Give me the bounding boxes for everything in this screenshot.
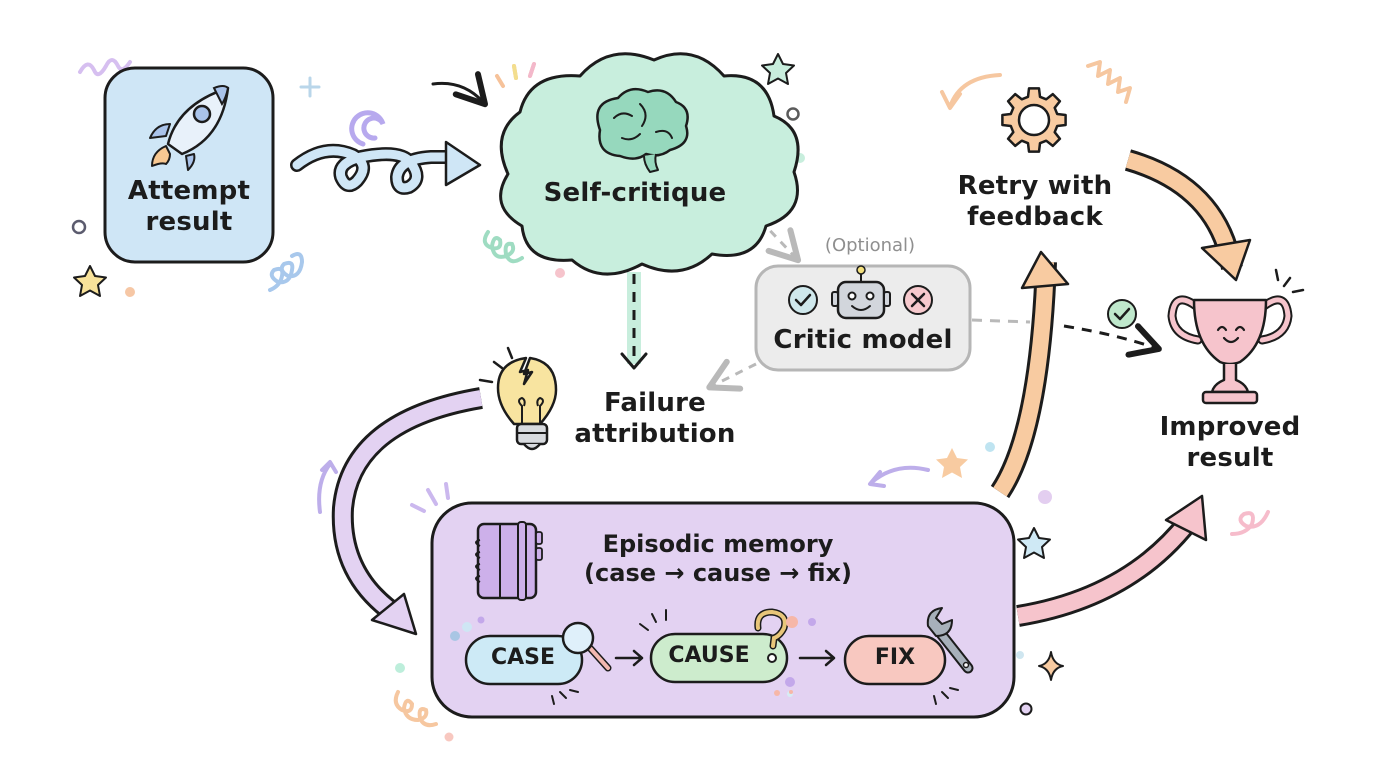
arrow-decoration: [431, 71, 489, 108]
dot-decoration: [1019, 702, 1033, 716]
burst-decoration: [1274, 268, 1305, 294]
dot-decoration: [785, 677, 795, 687]
sparkle-decoration: [299, 76, 321, 98]
dot-decoration: [808, 618, 816, 626]
improved-result-label: Improved result: [1140, 412, 1320, 474]
arrow-decoration: [317, 462, 332, 514]
edge-self-critique-to-failure: [620, 272, 648, 370]
arrow-case-to-cause: [614, 649, 644, 667]
arrow-decoration: [948, 73, 1002, 109]
critic-optional-tag: (Optional): [824, 235, 916, 256]
dot-decoration: [786, 616, 798, 628]
retry-label-line1: Retry with: [957, 171, 1113, 201]
arrow-decoration: [870, 465, 930, 484]
star-decoration: [73, 265, 107, 297]
dot-decoration: [444, 732, 454, 742]
dot-decoration: [462, 622, 472, 632]
sparkle-decoration: [1038, 651, 1064, 681]
memory-step-fix: [843, 607, 974, 705]
memory-title-line1: Episodic memory: [602, 530, 834, 558]
dot-decoration: [555, 268, 565, 278]
squiggle-decoration: [268, 252, 305, 292]
check-circle-icon: [1107, 299, 1137, 329]
arrow-decoration: [320, 460, 338, 474]
edge-critic-to-failure: [706, 358, 757, 392]
rocket-icon: [149, 85, 230, 171]
node-critic-model: [754, 264, 972, 372]
edge-memory-to-improved: [1016, 494, 1208, 627]
attempt-label-line2: result: [145, 207, 233, 238]
notebook-icon: [475, 521, 543, 601]
edge-retry-to-improved: [1124, 149, 1252, 282]
node-attempt-result: [103, 66, 275, 264]
magnifier-icon: [561, 621, 612, 672]
edge-critic-to-improved: [971, 318, 1031, 324]
improved-label-line2: result: [1186, 443, 1274, 474]
edge-memory-to-retry: [990, 250, 1070, 499]
node-episodic-memory: [430, 501, 1016, 719]
arrow-decoration: [940, 90, 962, 110]
x-circle-icon: [903, 285, 933, 315]
squiggle-decoration: [78, 58, 132, 77]
gear-icon: [1001, 87, 1067, 153]
dot-decoration: [71, 219, 87, 235]
dot-decoration: [1038, 490, 1052, 504]
self-critique-label: Self-critique: [543, 178, 727, 208]
broken-lightbulb-icon: [496, 356, 558, 451]
burst-decoration: [528, 62, 536, 78]
memory-title-line2: (case → cause → fix): [584, 558, 852, 587]
robot-icon: [831, 265, 891, 320]
retry-label: Retry with feedback: [935, 171, 1135, 233]
brain-icon: [596, 87, 689, 173]
dot-decoration: [450, 631, 460, 641]
star-decoration: [936, 448, 968, 478]
dot-decoration: [477, 616, 485, 624]
wrench-icon: [926, 607, 974, 674]
decorations: [71, 53, 1305, 742]
dot-decoration: [985, 442, 995, 452]
spiral-decoration: [349, 110, 386, 147]
dot-decoration: [395, 663, 405, 673]
dot-decoration: [125, 287, 135, 297]
improved-label-line1: Improved: [1159, 412, 1301, 442]
attempt-label: Attempt result: [105, 176, 273, 238]
failure-label-line1: Failure: [604, 388, 706, 418]
arrow-cause-to-fix: [798, 649, 836, 667]
critic-model-label: Critic model: [773, 325, 953, 355]
step-fix-label: FIX: [874, 645, 916, 670]
star-decoration: [1017, 527, 1051, 559]
star-decoration: [761, 53, 795, 85]
dot-decoration: [786, 107, 800, 121]
trophy-icon: [1167, 295, 1293, 405]
step-cause-label: CAUSE: [668, 643, 750, 668]
episodic-memory-title: Episodic memory (case → cause → fix): [548, 530, 888, 588]
check-circle-icon: [788, 285, 818, 315]
edge-attempt-to-self-critique: [290, 140, 482, 195]
dot-decoration: [789, 690, 793, 694]
squiggle-decoration: [1230, 510, 1270, 536]
memory-step-cause: [639, 608, 789, 684]
squiggle-decoration: [1086, 60, 1132, 104]
burst-decoration: [410, 482, 450, 513]
attempt-label-line1: Attempt: [127, 176, 251, 206]
retry-label-line2: feedback: [967, 202, 1103, 233]
burst-decoration: [512, 64, 518, 80]
dot-decoration: [774, 690, 780, 696]
dot-decoration: [1016, 651, 1024, 659]
failure-attribution-label: Failure attribution: [560, 388, 750, 450]
edge-critic-to-improved: [1063, 323, 1162, 358]
memory-step-case: [464, 621, 612, 705]
squiggle-decoration: [393, 690, 438, 728]
edges: [290, 140, 1252, 636]
arrow-decoration: [868, 470, 886, 488]
question-mark-icon: [754, 608, 789, 663]
failure-label-line2: attribution: [574, 419, 736, 450]
step-case-label: CASE: [490, 645, 556, 670]
squiggle-decoration: [482, 230, 524, 264]
node-self-critique: [499, 52, 800, 276]
edge-failure-to-memory: [331, 387, 483, 636]
burst-decoration: [478, 346, 514, 384]
